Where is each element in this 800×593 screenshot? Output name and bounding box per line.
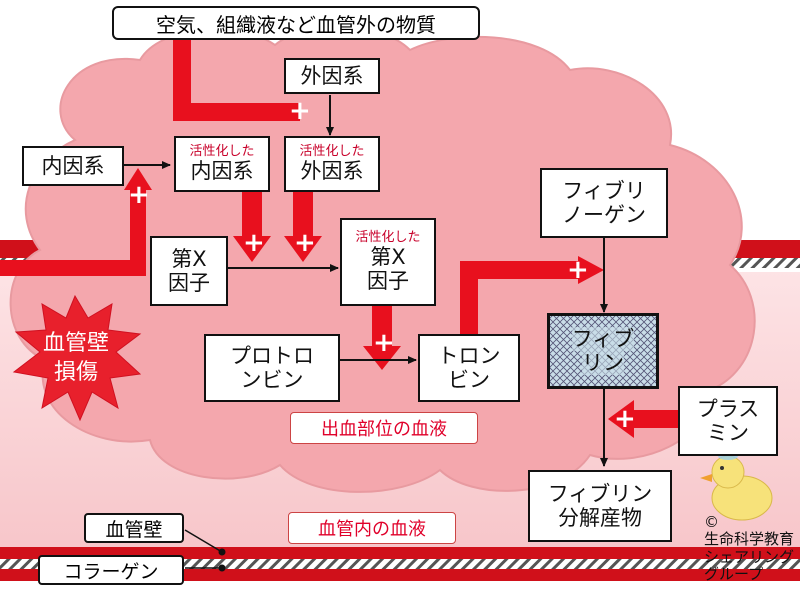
activated-factor-x-box: 活性化した 第X 因子 [340,218,436,306]
fibrinogen-line2: ノーゲン [562,203,646,227]
external-system-text: 外因系 [300,63,364,88]
duck-mascot-icon [700,452,773,521]
prothrombin-line1: プロトロ [230,343,314,368]
prothrombin-box: プロトロ ンビン [204,334,340,402]
fibrin-line1: フィブ [571,326,635,351]
factor-x-box: 第X 因子 [150,236,228,306]
collagen-label: コラーゲン [38,555,184,585]
thrombin-box: トロン ビン [418,334,520,402]
plasmin-line1: プラス [696,396,760,421]
fibrin-degradation-products-box: フィブリン 分解産物 [528,470,672,542]
fdp-line1: フィブリン [547,481,653,506]
plus-sign-ae: + [294,228,316,258]
plus-sign-injury: + [128,180,150,210]
vessel-injury-label: 血管壁 損傷 [38,330,114,387]
extravascular-substances-label: 空気、組織液など血管外の物質 [112,6,480,40]
red-head-plasmin [608,400,634,438]
intravascular-blood-label: 血管内の血液 [288,512,456,544]
fibrinogen-box: フィブリ ノーゲン [540,168,668,238]
activated-internal-system-box: 活性化した 内因系 [174,136,270,192]
activated-external-caption: 活性化した [299,143,365,159]
copyright-line2: シェアリング [704,547,795,566]
activated-factor-x-line2: 因子 [367,269,409,294]
vessel-injury-line2: 損傷 [53,359,98,385]
leader-collagen-dot [218,564,226,572]
copyright-line1: 生命科学教育 [704,530,795,549]
activated-external-text: 外因系 [300,159,364,184]
red-shaft-ai [242,192,262,236]
thrombin-line2: ビン [448,368,490,392]
red-head-thrombin [578,256,604,284]
activated-internal-caption: 活性化した [189,143,255,159]
factor-x-line2: 因子 [168,271,210,295]
activated-factor-x-caption: 活性化した [355,229,421,245]
internal-system-box: 内因系 [22,146,124,186]
red-arrow-injury [0,188,146,276]
red-head-fx [363,346,401,370]
fibrin-line2: リン [582,351,624,376]
prothrombin-line2: ンビン [240,368,304,392]
copyright-line3: グループ [704,564,764,583]
red-arrow-thrombin [460,261,580,334]
fdp-line2: 分解産物 [558,506,642,530]
factor-x-line1: 第X [171,246,207,271]
injury-burst [12,294,142,422]
external-system-box: 外因系 [284,58,380,94]
plasmin-box: プラス ミン [678,386,778,456]
internal-system-text: 内因系 [41,153,105,178]
activated-internal-text: 内因系 [190,159,254,184]
plus-sign-ai: + [243,228,265,258]
red-shaft-ae [293,192,313,236]
leader-vessel-wall-dot [218,548,226,556]
red-shaft-fx [372,306,392,346]
plus-sign-thrombin: + [567,255,589,285]
bleeding-site-blood-label: 出血部位の血液 [290,412,478,444]
red-arrow-top [173,38,300,121]
plasmin-line2: ミン [707,421,749,445]
red-shaft-plasmin [632,410,680,428]
plus-sign-top: + [289,96,311,126]
copyright-credit: © 生命科学教育 シェアリング グループ [704,513,800,583]
lower-vessel-wall [0,547,800,581]
red-head-ai [233,236,271,262]
plus-sign-plasmin: + [614,404,636,434]
copyright-symbol: © [704,513,719,531]
vessel-wall-label: 血管壁 [84,513,184,543]
vessel-injury-line1: 血管壁 [42,331,109,356]
thrombin-line1: トロン [437,343,501,368]
leader-vessel-wall [184,529,223,553]
fibrinogen-line1: フィブリ [562,178,646,203]
red-arrowhead-injury [124,168,152,190]
plus-sign-fx: + [373,328,395,358]
activated-external-system-box: 活性化した 外因系 [284,136,380,192]
activated-factor-x-line1: 第X [370,245,406,269]
fibrin-box: フィブ リン [548,314,658,388]
red-head-ae [284,236,322,262]
